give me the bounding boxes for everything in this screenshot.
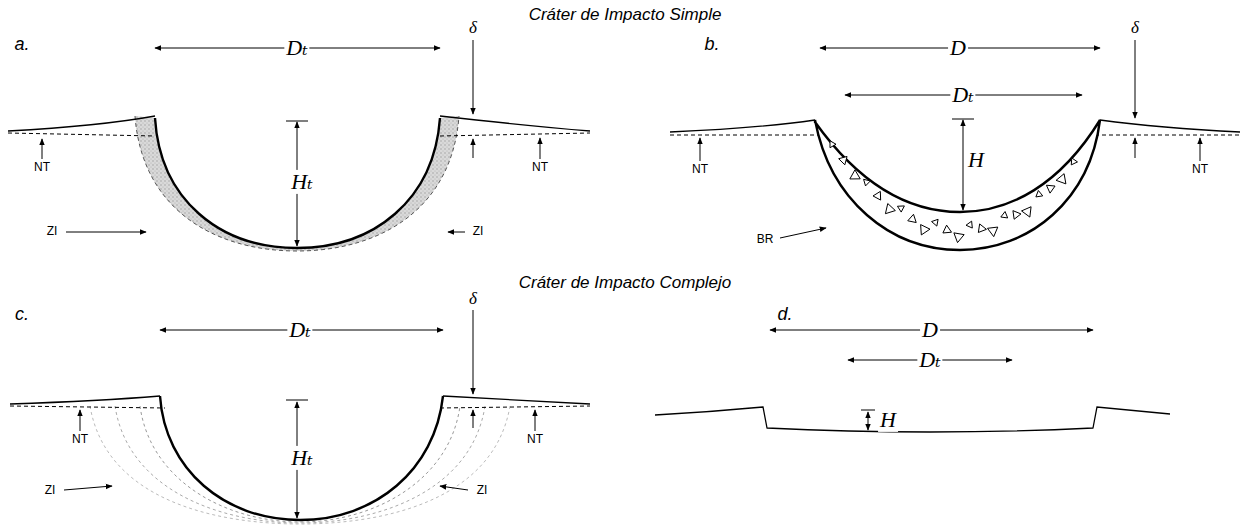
crater-bowl <box>155 118 440 248</box>
tick <box>952 119 974 120</box>
breccia-fragment <box>897 206 904 212</box>
crater-bowl <box>160 396 443 520</box>
breccia-fragment <box>864 179 871 186</box>
dimension-label: δ <box>1129 19 1141 38</box>
ground-level <box>8 133 155 136</box>
ground-level <box>670 135 820 136</box>
dimension-label: Dₜ <box>284 36 309 60</box>
zone-label: BR <box>755 233 776 246</box>
leader-arrow <box>540 138 541 159</box>
breccia-fragment <box>1071 158 1077 165</box>
breccia-lens <box>815 120 1100 250</box>
panel-letter: c. <box>13 305 31 325</box>
breccia-fragment <box>830 141 836 148</box>
tick <box>286 400 308 401</box>
breccia-fragment <box>1036 190 1043 196</box>
zone-label: NT <box>32 161 52 174</box>
breccia-fragment <box>885 204 895 214</box>
zone-label: NT <box>690 163 710 176</box>
leader-arrow <box>1200 138 1201 161</box>
dimension-label: Dₜ <box>287 318 312 342</box>
leader-arrow <box>440 486 468 490</box>
impact-zone-outline <box>115 406 485 523</box>
dimension-label: D <box>920 318 940 342</box>
surface-line <box>10 396 160 404</box>
dimension-label: Dₜ <box>917 348 942 372</box>
dimension-label: δ <box>467 290 479 309</box>
zone-label: NT <box>1190 163 1210 176</box>
leader-arrow <box>780 228 826 238</box>
ground-level <box>440 406 590 408</box>
dimension-label: Hₜ <box>289 170 314 194</box>
surface-line <box>8 116 155 131</box>
dimension-line <box>868 412 869 430</box>
panel-letter: a. <box>12 35 31 55</box>
dimension-label: δ <box>467 19 479 38</box>
leader-arrow <box>535 410 536 431</box>
dimension-label: Hₜ <box>289 446 314 470</box>
ground-level <box>10 406 165 408</box>
breccia-fragment <box>954 233 964 243</box>
breccia-fragment <box>921 225 930 235</box>
zone-label: ZI <box>475 484 490 497</box>
breccia-fragment <box>987 227 997 237</box>
dimension-label: Dₜ <box>950 83 975 107</box>
breccia-fragment <box>1056 174 1066 184</box>
surface-line <box>443 396 590 404</box>
breccia-fragment <box>1022 207 1032 217</box>
dimension-label: H <box>878 408 898 432</box>
dimension-line <box>963 120 964 210</box>
breccia-fragment <box>1013 211 1021 220</box>
breccia-fragment <box>978 224 986 233</box>
breccia-fragment <box>850 170 860 179</box>
panel-letter: b. <box>702 35 721 55</box>
surface-line <box>670 120 815 132</box>
tick <box>286 121 308 122</box>
delta-arrow <box>473 310 474 394</box>
delta-arrow <box>473 40 474 114</box>
delta-arrow <box>473 139 474 158</box>
tick <box>861 410 875 411</box>
zone-label: ZI <box>45 225 60 238</box>
breccia-fragments <box>830 141 1078 243</box>
leader-arrow <box>80 410 81 431</box>
leader-arrow <box>66 232 146 233</box>
breccia-fragment <box>943 225 952 233</box>
zone-label: ZI <box>43 484 58 497</box>
breccia-fragment <box>932 219 939 226</box>
impact-zone-outline <box>135 116 459 251</box>
panel-letter: d. <box>775 305 794 325</box>
breccia-fragment <box>966 221 972 228</box>
crater-profile <box>655 407 1170 432</box>
leader-arrow <box>700 138 701 161</box>
leader-arrow <box>42 139 43 159</box>
zone-label: NT <box>70 433 90 446</box>
impact-zone <box>135 116 459 251</box>
dimension-label: H <box>966 148 986 172</box>
breccia-fragment <box>1046 185 1055 193</box>
breccia-fragment <box>908 214 916 222</box>
leader-arrow <box>64 486 112 490</box>
ground-level <box>440 133 590 136</box>
dimension-label: D <box>948 36 968 60</box>
delta-arrow <box>1135 138 1136 158</box>
surface-line <box>1100 120 1240 132</box>
impact-zone-outline <box>140 406 460 522</box>
impact-zone-outline <box>90 406 510 524</box>
section-title: Cráter de Impacto Complejo <box>517 274 734 293</box>
zone-label: NT <box>525 433 545 446</box>
zone-label: ZI <box>471 225 486 238</box>
section-title: Cráter de Impacto Simple <box>527 6 724 25</box>
surface-line <box>440 116 590 131</box>
breccia-fragment <box>873 191 881 200</box>
leader-arrow <box>448 232 465 233</box>
breccia-fragment <box>1001 212 1008 218</box>
ground-level <box>1095 135 1240 136</box>
delta-arrow <box>1135 40 1136 118</box>
delta-arrow <box>473 410 474 428</box>
breccia-fragment <box>839 156 847 164</box>
zone-label: NT <box>530 161 550 174</box>
